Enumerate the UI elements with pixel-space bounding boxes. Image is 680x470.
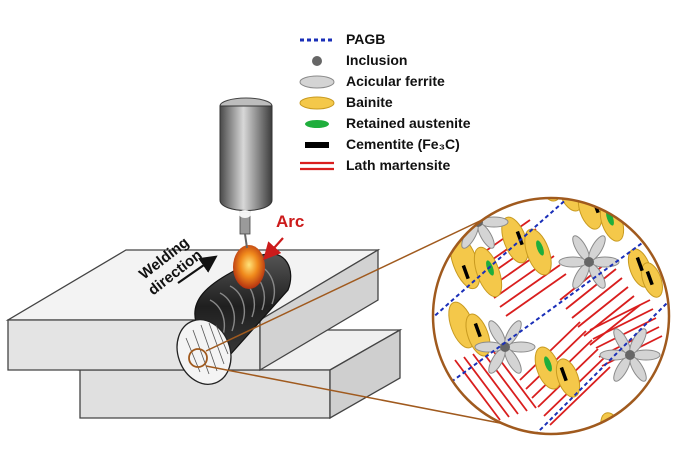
inclusion-dot bbox=[625, 350, 635, 360]
sample-spot bbox=[188, 348, 208, 368]
martensite-lath bbox=[565, 268, 617, 310]
retained-austenite bbox=[536, 240, 544, 256]
legend-label: Retained austenite bbox=[346, 115, 471, 131]
microstructure-magnifier bbox=[431, 171, 671, 436]
legend-item-cementite: Cementite (Fe₃C) bbox=[300, 135, 520, 155]
welding-torch bbox=[219, 97, 273, 249]
martensite-lath bbox=[454, 359, 501, 421]
martensite-lath bbox=[571, 277, 623, 319]
legend-label: Bainite bbox=[346, 94, 393, 110]
legend-lath-martensite-symbol bbox=[300, 161, 334, 171]
retained-austenite bbox=[606, 210, 614, 226]
martensite-lath bbox=[463, 356, 510, 418]
pagb-boundary bbox=[433, 198, 606, 321]
legend-cementite-symbol bbox=[305, 142, 329, 148]
bainite-grain bbox=[534, 198, 562, 202]
martensite-lath bbox=[472, 353, 519, 415]
legend-label: Inclusion bbox=[346, 52, 408, 68]
legend-item-bainite: Bainite bbox=[300, 93, 520, 113]
legend-item-pagb: PAGB bbox=[300, 30, 520, 50]
retained-austenite bbox=[544, 356, 552, 372]
retained-austenite bbox=[564, 177, 575, 194]
arc-pointer-arrow bbox=[263, 237, 284, 261]
cementite-bar bbox=[473, 322, 482, 338]
inclusion-dot bbox=[584, 257, 594, 267]
martensite-lath bbox=[499, 264, 561, 308]
magnifier-zoom-lines bbox=[205, 209, 506, 425]
legend-label: Lath martensite bbox=[346, 157, 451, 173]
cementite-bar bbox=[515, 230, 524, 246]
legend-label: Cementite (Fe₃C) bbox=[346, 136, 460, 152]
legend-item-retained-austenite: Retained austenite bbox=[300, 114, 520, 134]
cementite-bar bbox=[645, 270, 654, 286]
legend-item-acicular-ferrite: Acicular ferrite bbox=[300, 72, 520, 92]
cementite-bar bbox=[544, 171, 552, 185]
legend-item-inclusion: Inclusion bbox=[300, 51, 520, 71]
acicular-ferrite-plate bbox=[461, 198, 479, 222]
legend-inclusion-symbol bbox=[312, 56, 322, 66]
legend-bainite-symbol bbox=[299, 96, 335, 110]
bainite-grain bbox=[524, 228, 552, 276]
martensite-lath bbox=[577, 286, 629, 328]
martensite-lath bbox=[589, 304, 641, 346]
martensite-lath bbox=[505, 273, 567, 317]
cementite-bar bbox=[635, 256, 644, 272]
legend-item-lath-martensite: Lath martensite bbox=[300, 156, 520, 176]
cementite-bar bbox=[461, 264, 470, 280]
martensite-lath bbox=[592, 308, 654, 340]
bainite-grain bbox=[473, 246, 503, 298]
legend-retained-austenite-symbol bbox=[305, 120, 329, 128]
pagb-boundary bbox=[529, 299, 669, 434]
cementite-bar bbox=[559, 366, 568, 382]
legend-symbols bbox=[299, 38, 335, 171]
arc-glow bbox=[233, 245, 265, 289]
legend-label: Acicular ferrite bbox=[346, 73, 445, 89]
martensite-lath bbox=[549, 366, 611, 426]
welding-direction-arrow bbox=[177, 255, 218, 284]
martensite-lath bbox=[589, 299, 651, 331]
legend-acicular-ferrite-symbol bbox=[299, 75, 335, 89]
martensite-lath bbox=[481, 350, 528, 412]
arc-label: Arc bbox=[276, 212, 305, 231]
legend-label: PAGB bbox=[346, 31, 386, 47]
pagb-boundary bbox=[439, 229, 661, 391]
upper-plate bbox=[5, 248, 381, 372]
